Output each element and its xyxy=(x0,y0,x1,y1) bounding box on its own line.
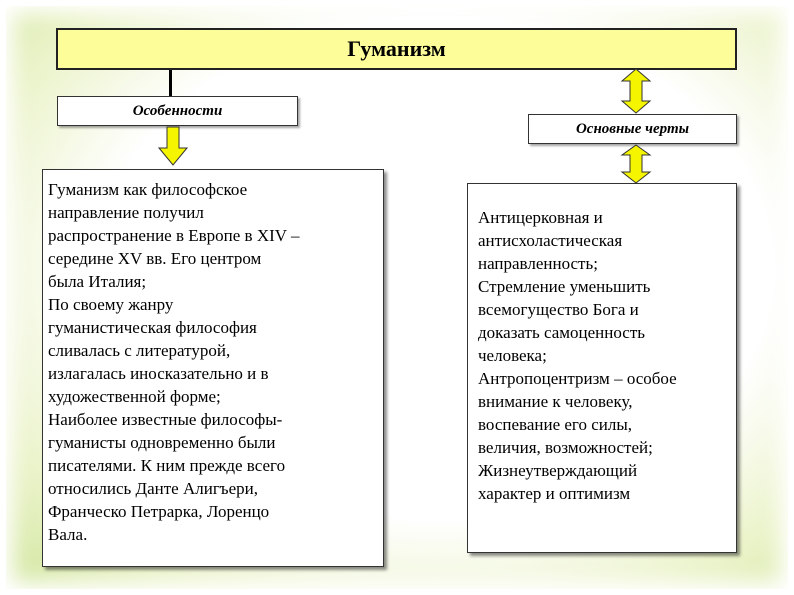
features-line: гуманистическая философия xyxy=(48,318,257,337)
features-line: Наиболее известные философы- xyxy=(48,410,283,429)
main-traits-label: Основные черты xyxy=(528,114,737,144)
features-line: направление получил xyxy=(48,203,204,222)
features-line: По своему жанру xyxy=(48,295,174,314)
features-line: Франческо Петрарка, Лоренцо xyxy=(48,502,270,521)
features-text-box: Гуманизм как философское направление пол… xyxy=(42,169,384,567)
traits-line: антисхоластическая xyxy=(478,231,623,250)
features-line: излагалась иносказательно и в xyxy=(48,364,269,383)
features-down-arrow xyxy=(158,126,188,166)
traits-line: внимание к человеку, xyxy=(478,392,633,411)
traits-line: человека; xyxy=(478,346,547,365)
features-line: распространение в Европе в XIV – xyxy=(48,226,300,245)
features-line: гуманисты одновременно были xyxy=(48,433,276,452)
features-line: середине XV вв. Его центром xyxy=(48,249,262,268)
features-label: Особенности xyxy=(57,96,298,126)
traits-line: Стремление уменьшить xyxy=(478,277,651,296)
main-traits-text-box: Антицерковная и антисхоластическая напра… xyxy=(467,183,737,553)
features-line: сливалась с литературой, xyxy=(48,341,231,360)
features-line: Вала. xyxy=(48,525,88,544)
title-to-traits-double-arrow xyxy=(620,68,652,114)
title-to-features-connector xyxy=(169,70,172,96)
features-line: художественной форме; xyxy=(48,387,221,406)
traits-line: направленность; xyxy=(478,254,598,273)
traits-double-arrow xyxy=(620,144,652,184)
diagram-title: Гуманизм xyxy=(56,28,737,70)
traits-line: всемогущество Бога и xyxy=(478,300,639,319)
traits-line: характер и оптимизм xyxy=(478,484,631,503)
traits-line: Антропоцентризм – особое xyxy=(478,369,677,388)
features-line: Гуманизм как философское xyxy=(48,180,248,199)
features-line: была Италия; xyxy=(48,272,147,291)
traits-line: величия, возможностей; xyxy=(478,438,653,457)
features-line: писателями. К ним прежде всего xyxy=(48,456,286,475)
traits-line: Жизнеутверждающий xyxy=(478,461,638,480)
traits-line: Антицерковная и xyxy=(478,208,603,227)
traits-line: доказать самоценность xyxy=(478,323,645,342)
features-line: относились Данте Алигъери, xyxy=(48,479,258,498)
traits-line: воспевание его силы, xyxy=(478,415,633,434)
